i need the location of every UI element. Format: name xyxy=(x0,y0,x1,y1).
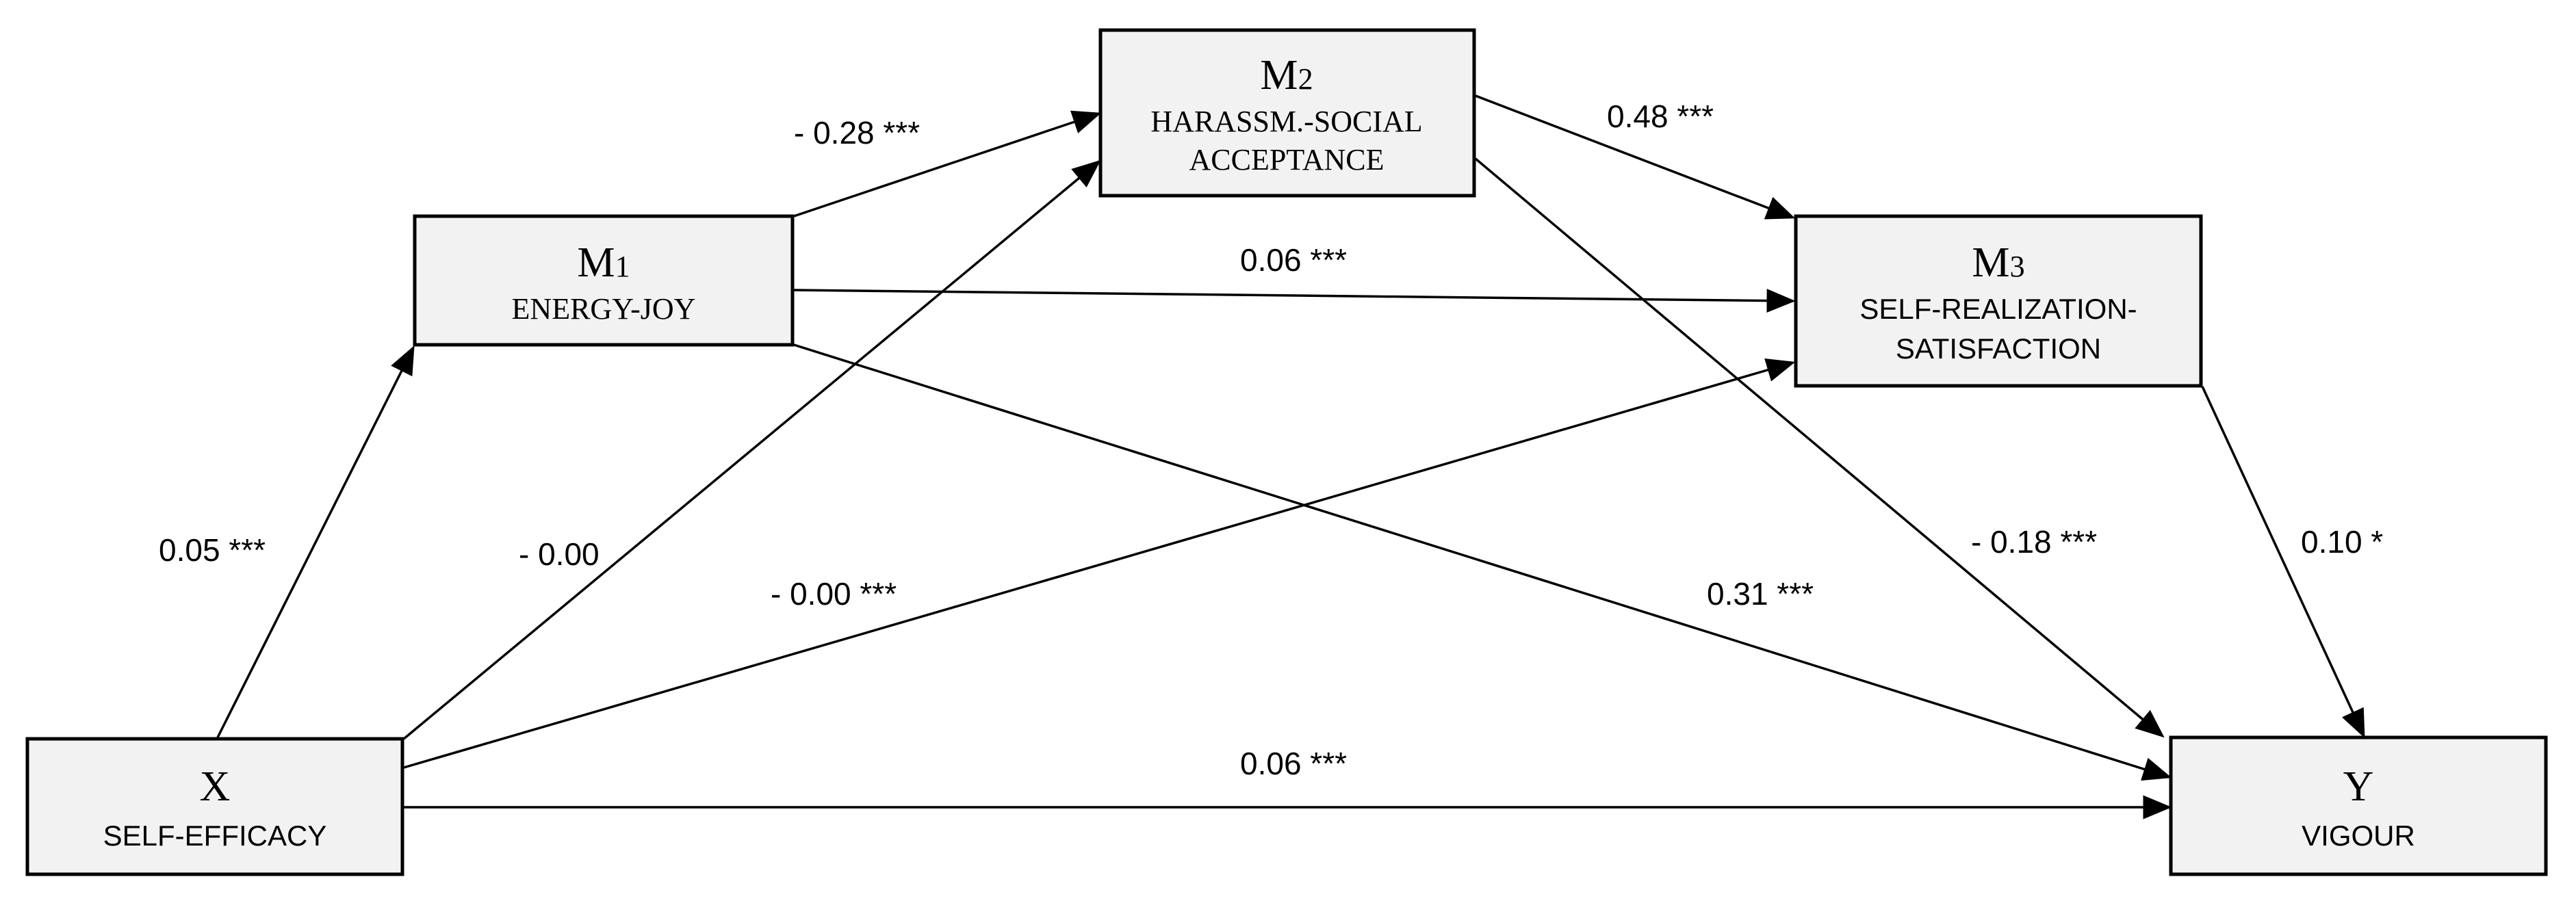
node-m3-name-line2: SATISFACTION xyxy=(1896,332,2101,365)
arrow-x-to-m2 xyxy=(402,159,1101,740)
node-x: X SELF-EFFICACY xyxy=(25,737,404,876)
node-m3-box xyxy=(1794,214,2203,388)
arrow-m2-to-m3 xyxy=(1475,94,1796,220)
node-x-name: SELF-EFFICACY xyxy=(103,820,327,852)
node-m2-name-line2: ACCEPTANCE xyxy=(1189,143,1384,176)
node-y-box xyxy=(2169,735,2548,876)
node-m2-code: M2 xyxy=(1260,52,1313,99)
node-m1-box xyxy=(413,214,795,347)
label-m1-y: 0.31 *** xyxy=(1707,576,1814,612)
arrow-x-to-m3 xyxy=(403,358,1796,769)
node-m2-name-line1: HARASSM.-SOCIAL xyxy=(1150,105,1422,138)
node-m2-code-letter: M xyxy=(1260,52,1298,99)
edge-labels: 0.05 *** - 0.28 *** 0.48 *** 0.06 *** - … xyxy=(159,99,2383,781)
label-m2-m3: 0.48 *** xyxy=(1607,99,1714,134)
node-x-box xyxy=(25,737,404,876)
node-m1-code-letter: M xyxy=(577,239,615,286)
label-m1-m2: - 0.28 *** xyxy=(794,115,920,150)
node-m2: M2 HARASSM.-SOCIAL ACCEPTANCE xyxy=(1098,28,1476,198)
arrow-m1-to-m3 xyxy=(793,289,1796,313)
arrow-m3-to-y xyxy=(2201,386,2365,739)
node-m2-box xyxy=(1098,28,1476,198)
node-x-code: X xyxy=(200,763,231,810)
label-m1-m3: 0.06 *** xyxy=(1240,242,1347,278)
node-y-name: VIGOUR xyxy=(2302,820,2415,852)
node-m1-code: M1 xyxy=(577,239,630,286)
label-x-m1: 0.05 *** xyxy=(159,532,266,568)
arrow-m1-to-m2 xyxy=(793,110,1102,218)
node-m1-code-num: 1 xyxy=(615,250,630,283)
arrow-m2-to-y xyxy=(1474,157,2165,738)
arrow-m1-to-y xyxy=(793,343,2172,781)
node-m3-code: M3 xyxy=(1972,239,2024,286)
label-x-y: 0.06 *** xyxy=(1240,746,1347,781)
node-m1: M1 ENERGY-JOY xyxy=(413,214,795,347)
label-x-m2: - 0.00 xyxy=(519,536,600,572)
node-m2-code-num: 2 xyxy=(1298,62,1313,96)
node-y: Y VIGOUR xyxy=(2169,735,2548,876)
label-m3-y: 0.10 * xyxy=(2301,524,2383,560)
node-y-code: Y xyxy=(2343,763,2374,810)
label-x-m3: - 0.00 *** xyxy=(771,576,897,612)
node-m3-code-num: 3 xyxy=(2010,250,2025,283)
label-m2-y: - 0.18 *** xyxy=(1971,524,2097,560)
node-m3: M3 SELF-REALIZATION- SATISFACTION xyxy=(1794,214,2203,388)
node-m3-code-letter: M xyxy=(1972,239,2009,286)
arrow-x-to-m1 xyxy=(216,345,415,738)
edges xyxy=(216,94,2365,820)
node-m3-name-line1: SELF-REALIZATION- xyxy=(1859,293,2137,325)
node-m1-name: ENERGY-JOY xyxy=(512,292,696,326)
